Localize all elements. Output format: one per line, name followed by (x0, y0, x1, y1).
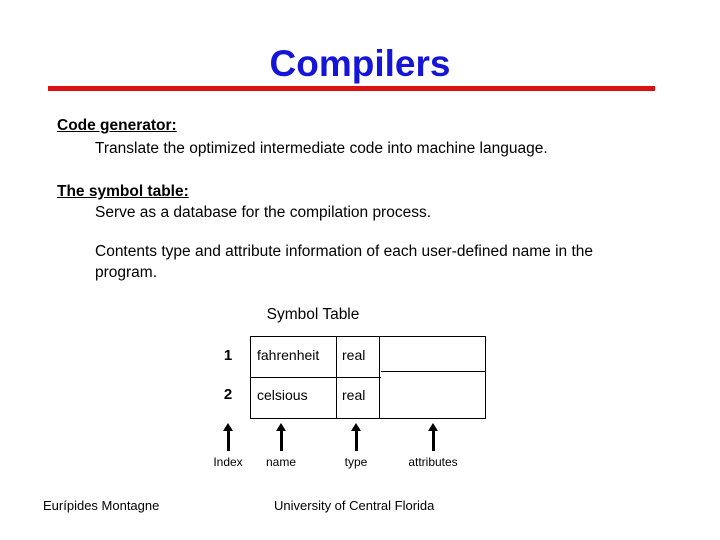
arrow-shaft (432, 428, 435, 451)
callout-label-index: Index (213, 455, 243, 469)
callout-label-name: name (265, 455, 297, 469)
section-text-code-generator: Translate the optimized intermediate cod… (95, 140, 548, 157)
row-index-2: 2 (223, 386, 233, 403)
row-divider-left (251, 377, 381, 378)
footer-organization: University of Central Florida (274, 498, 435, 513)
table-cell-name-1: fahrenheit (257, 347, 320, 363)
section-text-symbol-table: Serve as a database for the compilation … (95, 204, 432, 221)
footer-author: Eurípides Montagne (43, 498, 160, 513)
row-divider-right (381, 371, 485, 372)
arrow-head (428, 423, 438, 431)
arrow-head (276, 423, 286, 431)
arrow-head (351, 423, 361, 431)
arrow-up-icon-type (349, 423, 363, 451)
row-index-1: 1 (223, 347, 233, 364)
symbol-table-caption: Symbol Table (266, 306, 360, 323)
arrow-up-icon-index (221, 423, 235, 451)
arrow-up-icon-name (274, 423, 288, 451)
table-cell-type-1: real (342, 347, 366, 363)
section-heading-symbol-table: The symbol table: (57, 183, 189, 200)
callout-label-attributes: attributes (408, 455, 458, 469)
arrow-head (223, 423, 233, 431)
title-divider-rule (48, 86, 655, 91)
arrow-shaft (280, 428, 283, 451)
arrow-up-icon-attributes (426, 423, 440, 451)
table-cell-name-2: celsious (257, 387, 308, 403)
table-cell-type-2: real (342, 387, 366, 403)
arrow-shaft (355, 428, 358, 451)
page-title: Compilers (269, 43, 451, 84)
section-heading-code-generator: Code generator: (57, 117, 177, 134)
symbol-table-grid: fahrenheit real celsious real (250, 336, 486, 419)
paragraph-contents: Contents type and attribute information … (95, 243, 594, 281)
arrow-shaft (227, 428, 230, 451)
callout-label-type: type (344, 455, 368, 469)
